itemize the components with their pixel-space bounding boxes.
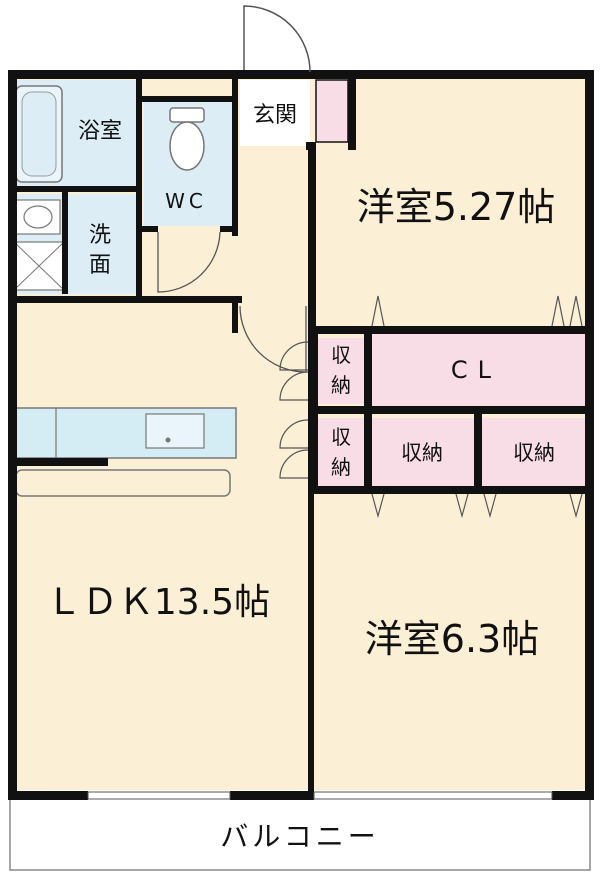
storage-2-label-2: 納 xyxy=(331,455,351,479)
storage-3-label: 収納 xyxy=(401,441,443,465)
window xyxy=(87,791,231,800)
storage-2-label-1: 収 xyxy=(331,425,351,449)
balcony-floor xyxy=(9,797,591,871)
window xyxy=(313,791,553,800)
storage-1-label-2: 納 xyxy=(331,373,351,397)
western-room-2-label: 洋室6.3帖 xyxy=(365,617,539,661)
bath-label: 浴室 xyxy=(78,119,122,144)
wc-label: WC xyxy=(165,189,207,213)
ldk-label: ＬＤＫ13.5帖 xyxy=(46,582,270,623)
closet-label: CL xyxy=(451,356,501,384)
storage-1-floor xyxy=(318,338,364,404)
washroom-label-1: 洗 xyxy=(89,223,111,248)
storage-2-floor xyxy=(318,418,364,486)
toilet-icon xyxy=(169,107,205,171)
western-room-1-label: 洋室5.27帖 xyxy=(357,185,556,229)
shoe-cabinet xyxy=(315,79,349,143)
kitchen-sink-icon xyxy=(145,413,205,449)
wash-basin-icon xyxy=(13,199,61,235)
closet-doors-top xyxy=(371,295,583,327)
closet-doors-bottom xyxy=(371,493,583,519)
front-door xyxy=(243,5,311,73)
dining-counter xyxy=(15,469,231,497)
balcony-label: バルコニー xyxy=(220,820,379,853)
entrance-label: 玄関 xyxy=(253,103,297,128)
storage-4-floor xyxy=(482,418,588,486)
bathtub-inner xyxy=(21,91,57,177)
ldk-door xyxy=(239,305,307,373)
storage-3-floor xyxy=(372,418,474,486)
storage-doors xyxy=(279,341,309,479)
entrance-floor xyxy=(240,80,310,146)
wc-door xyxy=(157,231,221,293)
washroom-label-2: 面 xyxy=(89,253,111,278)
storage-1-label-1: 収 xyxy=(331,343,351,367)
washing-machine-space xyxy=(13,241,65,291)
storage-4-label: 収納 xyxy=(513,441,555,465)
closet-cl-floor xyxy=(372,332,586,406)
